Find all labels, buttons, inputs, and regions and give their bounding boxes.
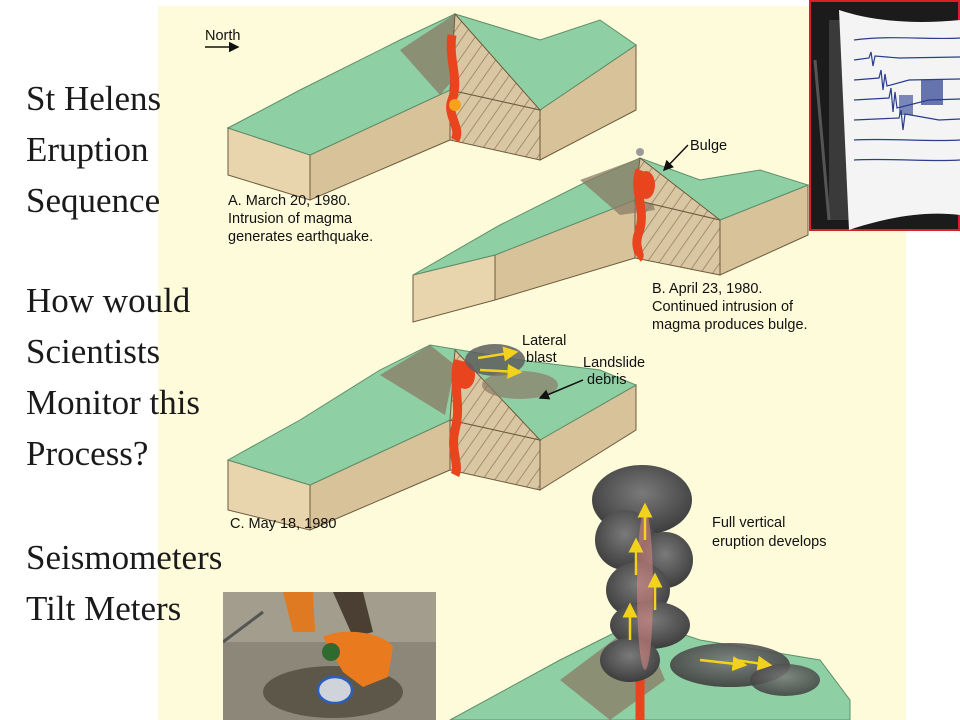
slide-title: St Helens Eruption Sequence [26,73,161,226]
svg-text:Intrusion of magma: Intrusion of magma [228,211,353,227]
stage-b-caption: B. April 23, 1980. Continued intrusion o… [652,281,808,333]
block-a [226,12,637,201]
north-arrow: North [205,28,240,53]
question-line: How would [26,281,191,320]
svg-text:blast: blast [526,350,557,366]
question-line: Scientists [26,332,161,371]
stage-a-caption: A. March 20, 1980. Intrusion of magma ge… [228,193,373,245]
svg-text:debris: debris [587,372,627,388]
svg-text:C. May 18, 1980: C. May 18, 1980 [230,516,336,532]
svg-text:B. April 23, 1980.: B. April 23, 1980. [652,281,762,297]
question-line: Process? [26,434,149,473]
stage-c-callouts: Lateral blast Landslide debris [522,333,645,400]
title-line: Sequence [26,181,161,220]
eruption-column [592,465,820,696]
stage-c-caption: C. May 18, 1980 [230,516,336,532]
tiltmeter-field-photo [223,592,436,720]
svg-text:Lateral: Lateral [522,333,566,349]
svg-text:A. March 20, 1980.: A. March 20, 1980. [228,193,351,209]
stage-b-callout: Bulge [662,138,727,172]
title-line: Eruption [26,130,149,169]
block-c [226,344,638,531]
title-line: St Helens [26,79,162,118]
svg-text:Continued intrusion of: Continued intrusion of [652,299,794,315]
north-label: North [205,28,240,44]
svg-text:Bulge: Bulge [690,138,727,154]
magma-conduit-a [446,34,462,143]
slide-question: How would Scientists Monitor this Proces… [26,275,200,479]
svg-text:generates earthquake.: generates earthquake. [228,229,373,245]
answer-line: Seismometers [26,538,223,577]
block-b [412,148,810,323]
magma-bulge [637,171,655,199]
svg-text:Landslide: Landslide [583,355,645,371]
seismometer-photo [809,0,960,231]
stage-d-caption: Full vertical eruption develops [712,515,826,550]
block-d [449,465,851,720]
slide-answer: Seismometers Tilt Meters [26,532,222,634]
svg-text:Full vertical: Full vertical [712,515,785,531]
svg-text:eruption develops: eruption develops [712,534,826,550]
question-line: Monitor this [26,383,201,422]
svg-text:magma produces bulge.: magma produces bulge. [652,317,808,333]
answer-line: Tilt Meters [26,589,182,628]
